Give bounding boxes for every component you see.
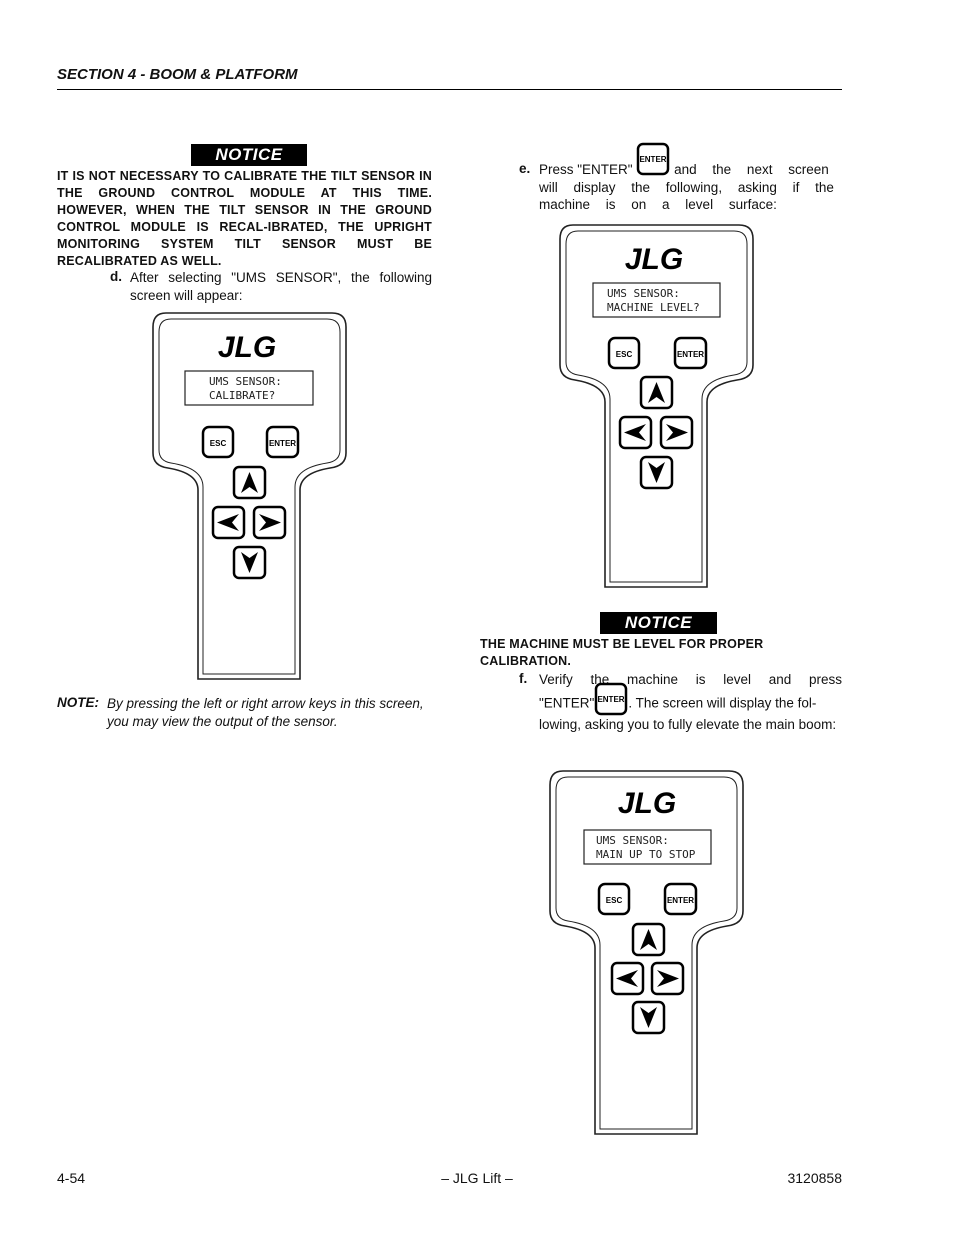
lcd-line-1: UMS SENSOR: [596,834,669,847]
svg-text:ENTER: ENTER [640,155,667,164]
step-letter-e: e. [519,161,531,176]
step-f-text-after: . The screen will display the fol-lowing… [539,695,837,732]
esc-key [201,425,235,459]
svg-text:ENTER: ENTER [598,695,625,704]
analyzer-illustration-e: JLG UMS SENSOR: MACHINE LEVEL? ESC ENTER [559,224,754,588]
lcd-screen [592,282,721,318]
up-arrow-icon [648,382,665,403]
enter-key-icon: ENTER [637,143,670,176]
enter-key [673,336,708,370]
esc-key [607,336,641,370]
analyzer-illustration-d: JLG UMS SENSOR: CALIBRATE? ESC ENTER [152,312,347,680]
right-arrow-icon [666,424,688,441]
doc-number: 3120858 [787,1170,842,1186]
step-f-text: "ENTER" ENTER . The screen will display … [539,682,842,734]
enter-key [663,882,698,916]
enter-key-icon: ENTER [595,682,628,716]
up-arrow-icon [241,472,258,493]
down-arrow-icon [241,552,258,573]
footer-center: – JLG Lift – [441,1170,513,1186]
lcd-screen [583,829,712,865]
jlg-logo: JLG [218,331,276,364]
step-e-text: Press "ENTER" ENTER and the next screen … [539,143,843,214]
enter-key [265,425,300,459]
down-arrow-icon [648,462,665,483]
step-e-text-before: Press "ENTER" [539,162,633,177]
lcd-line-2: MACHINE LEVEL? [607,301,700,314]
lcd-line-2: CALIBRATE? [209,389,275,402]
notice-text-2: THE MACHINE MUST BE LEVEL FOR PROPER CAL… [480,637,764,668]
jlg-logo: JLG [625,243,683,276]
note-text: By pressing the left or right arrow keys… [107,696,424,729]
right-arrow-icon [657,970,679,987]
esc-key-label: ESC [210,439,227,448]
note-label: NOTE: [57,695,99,710]
esc-key [597,882,631,916]
left-arrow-icon [624,424,646,441]
lcd-line-1: UMS SENSOR: [209,375,282,388]
step-e-text-after: and the next screen will display the fol… [539,162,834,212]
enter-key-label: ENTER [269,439,296,448]
jlg-logo: JLG [618,787,676,820]
lcd-line-1: UMS SENSOR: [607,287,680,300]
enter-key-label: ENTER [667,896,694,905]
esc-key-label: ESC [616,350,633,359]
step-d-text: After selecting "UMS SENSOR", the follow… [130,270,432,303]
step-f-text-before: "ENTER" [539,695,595,711]
notice-text: IT IS NOT NECESSARY TO CALIBRATE THE TIL… [57,169,432,268]
analyzer-illustration-f: JLG UMS SENSOR: MAIN UP TO STOP ESC ENTE… [549,770,744,1135]
left-arrow-icon [217,514,239,531]
lcd-line-2: MAIN UP TO STOP [596,848,696,861]
down-arrow-icon [640,1007,657,1028]
notice-badge: NOTICE [191,144,307,166]
step-letter-f: f. [519,671,528,686]
up-arrow-icon [640,929,657,950]
step-f-text-line1: Verify the machine is level and press [539,672,842,687]
notice-badge-2: NOTICE [600,612,717,634]
left-arrow-icon [616,970,638,987]
esc-key-label: ESC [606,896,623,905]
step-letter-d: d. [110,269,122,284]
lcd-screen [184,370,314,406]
header-rule [57,89,842,90]
right-arrow-icon [259,514,281,531]
enter-key-label: ENTER [677,350,704,359]
page-number: 4-54 [57,1170,86,1186]
section-title: SECTION 4 - BOOM & PLATFORM [57,66,298,83]
